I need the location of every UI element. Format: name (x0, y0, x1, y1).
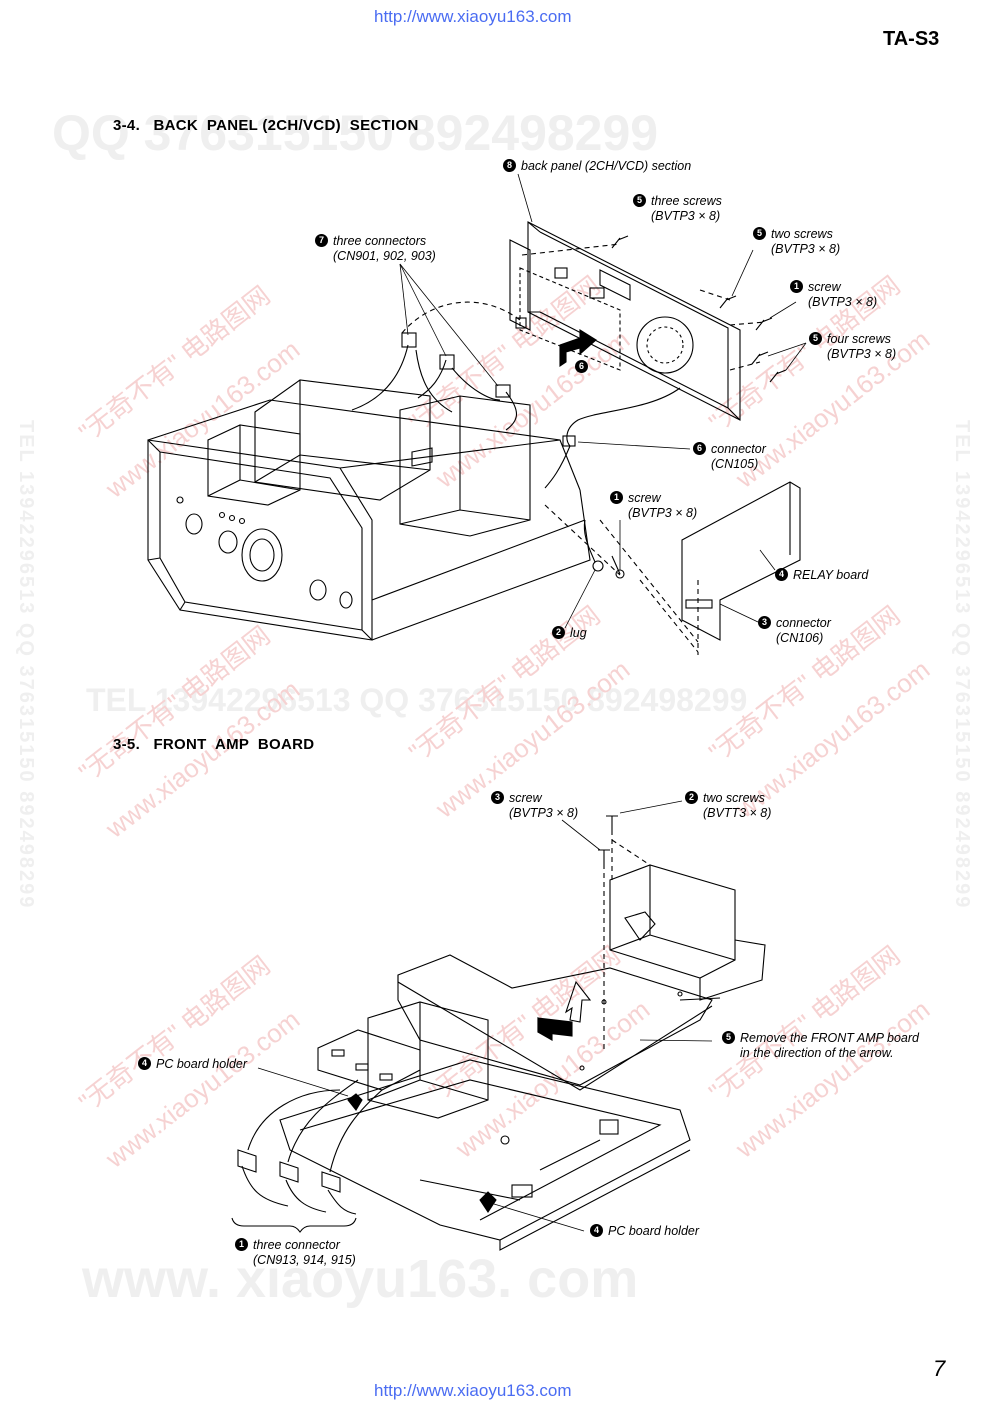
screw-glyphs (611, 235, 787, 579)
callout-relay-board: 4 RELAY board (775, 568, 868, 583)
screw-alignment-lines (521, 243, 766, 655)
arrow-step-marker: 6 (575, 360, 593, 375)
step-number-badge: 1 (235, 1238, 248, 1252)
callout-text: PC board holder (608, 1224, 700, 1238)
leader-lines-3-4 (399, 173, 807, 629)
callout-text: in the direction of the arrow. (740, 1046, 894, 1060)
step-number-badge: 3 (491, 791, 504, 805)
amplifier-chassis-illustration (147, 379, 591, 641)
source-url-link-top[interactable]: http://www.xiaoyu163.com (374, 7, 572, 26)
step-number-badge: 5 (809, 332, 822, 346)
callout-text: three connector (253, 1238, 340, 1252)
callout-connector-cn106: 3 connector (CN106) (758, 616, 831, 646)
callout-connector-cn105: 6 connector (CN105) (693, 442, 766, 472)
callout-spec: (CN901, 902, 903) (333, 249, 436, 263)
callout-text: two screws (703, 791, 765, 805)
callout-spec: (BVTT3 × 8) (703, 806, 772, 820)
callout-text: connector (776, 616, 831, 630)
front-amp-chassis-illustration (231, 864, 766, 1251)
step-number-badge: 1 (790, 280, 803, 294)
callout-text: connector (711, 442, 766, 456)
section-title-back-panel: 3-4. BACK PANEL (2CH/VCD) SECTION (113, 117, 419, 134)
callout-text: three connectors (333, 234, 427, 248)
callout-three-connector-cn913: 1 three connector (CN913, 914, 915) (235, 1238, 356, 1268)
step-number-badge: 6 (575, 360, 588, 374)
section-title-front-amp-board: 3-5. FRONT AMP BOARD (113, 736, 315, 753)
callout-spec: (BVTP3 × 8) (771, 242, 841, 256)
watermark-vertical-right: TEL 13942296513 QQ 376315150 892498299 (951, 420, 973, 910)
step-number-badge: 4 (590, 1224, 603, 1238)
leader-lines-3-5 (257, 800, 713, 1232)
callout-back-panel-section: 8 back panel (2CH/VCD) section (503, 159, 691, 174)
source-url-link-bottom[interactable]: http://www.xiaoyu163.com (374, 1381, 572, 1400)
callout-text: screw (509, 791, 542, 805)
callout-text: screw (628, 491, 661, 505)
callout-three-connectors: 7 three connectors (CN901, 902, 903) (315, 234, 436, 264)
step-number-badge: 4 (775, 568, 788, 582)
callout-screw-top-right: 1 screw (BVTP3 × 8) (790, 280, 877, 310)
callout-remove-front-amp-board: 5 Remove the FRONT AMP board in the direc… (722, 1031, 919, 1061)
step-number-badge: 1 (610, 491, 623, 505)
callout-spec: (CN913, 914, 915) (253, 1253, 356, 1267)
callout-screw-front-amp: 3 screw (BVTP3 × 8) (491, 791, 578, 821)
callout-spec: (BVTP3 × 8) (509, 806, 579, 820)
callout-text: PC board holder (156, 1057, 248, 1071)
callout-text: two screws (771, 227, 833, 241)
step-number-badge: 5 (753, 227, 766, 241)
callout-text: Remove the FRONT AMP board (740, 1031, 919, 1045)
callout-pc-board-holder-left: 4 PC board holder (138, 1057, 247, 1072)
callout-text: screw (808, 280, 841, 294)
lug-illustration (583, 519, 604, 572)
callout-pc-board-holder-bottom: 4 PC board holder (590, 1224, 699, 1239)
callout-two-screws: 5 two screws (BVTP3 × 8) (753, 227, 840, 257)
relay-board-illustration (681, 481, 801, 641)
callout-two-screws-front-amp: 2 two screws (BVTT3 × 8) (685, 791, 771, 821)
callout-text: RELAY board (793, 568, 869, 582)
step-number-badge: 6 (693, 442, 706, 456)
callout-spec: (BVTP3 × 8) (628, 506, 698, 520)
callout-spec: (CN105) (711, 457, 759, 471)
removal-arrow (537, 980, 592, 1041)
screw-glyphs-3-5 (579, 815, 683, 1071)
callout-screw-lug: 1 screw (BVTP3 × 8) (610, 491, 697, 521)
callout-spec: (BVTP3 × 8) (808, 295, 878, 309)
callout-text: four screws (827, 332, 891, 346)
back-panel-illustration (509, 221, 741, 489)
watermark-contact-top: QQ 376315150 892498299 (52, 105, 659, 161)
step-number-badge: 2 (685, 791, 698, 805)
watermark-website-bottom: www. xiaoyu163. com (82, 1249, 639, 1309)
callout-text: lug (570, 626, 587, 640)
callout-text: three screws (651, 194, 722, 208)
callout-text: back panel (2CH/VCD) section (521, 159, 692, 173)
watermark-vertical-left: TEL 13942296513 QQ 376315150 892498299 (15, 420, 37, 910)
step-number-badge: 5 (722, 1031, 735, 1045)
callout-four-screws: 5 four screws (BVTP3 × 8) (809, 332, 896, 362)
model-number: TA-S3 (883, 28, 940, 50)
page-number: 7 (933, 1356, 946, 1381)
callout-lug: 2 lug (552, 626, 587, 641)
callout-three-screws: 5 three screws (BVTP3 × 8) (633, 194, 722, 224)
callout-spec: (BVTP3 × 8) (827, 347, 897, 361)
step-number-badge: 2 (552, 626, 565, 640)
step-number-badge: 4 (138, 1057, 151, 1071)
step-number-badge: 7 (315, 234, 328, 248)
callout-spec: (BVTP3 × 8) (651, 209, 721, 223)
step-number-badge: 3 (758, 616, 771, 630)
step-number-badge: 5 (633, 194, 646, 208)
watermark-contact-mid: TEL 13942296513 QQ 376315150 892498299 (86, 682, 748, 718)
callout-spec: (CN106) (776, 631, 824, 645)
wire-harness (351, 301, 521, 431)
step-number-badge: 8 (503, 159, 516, 173)
